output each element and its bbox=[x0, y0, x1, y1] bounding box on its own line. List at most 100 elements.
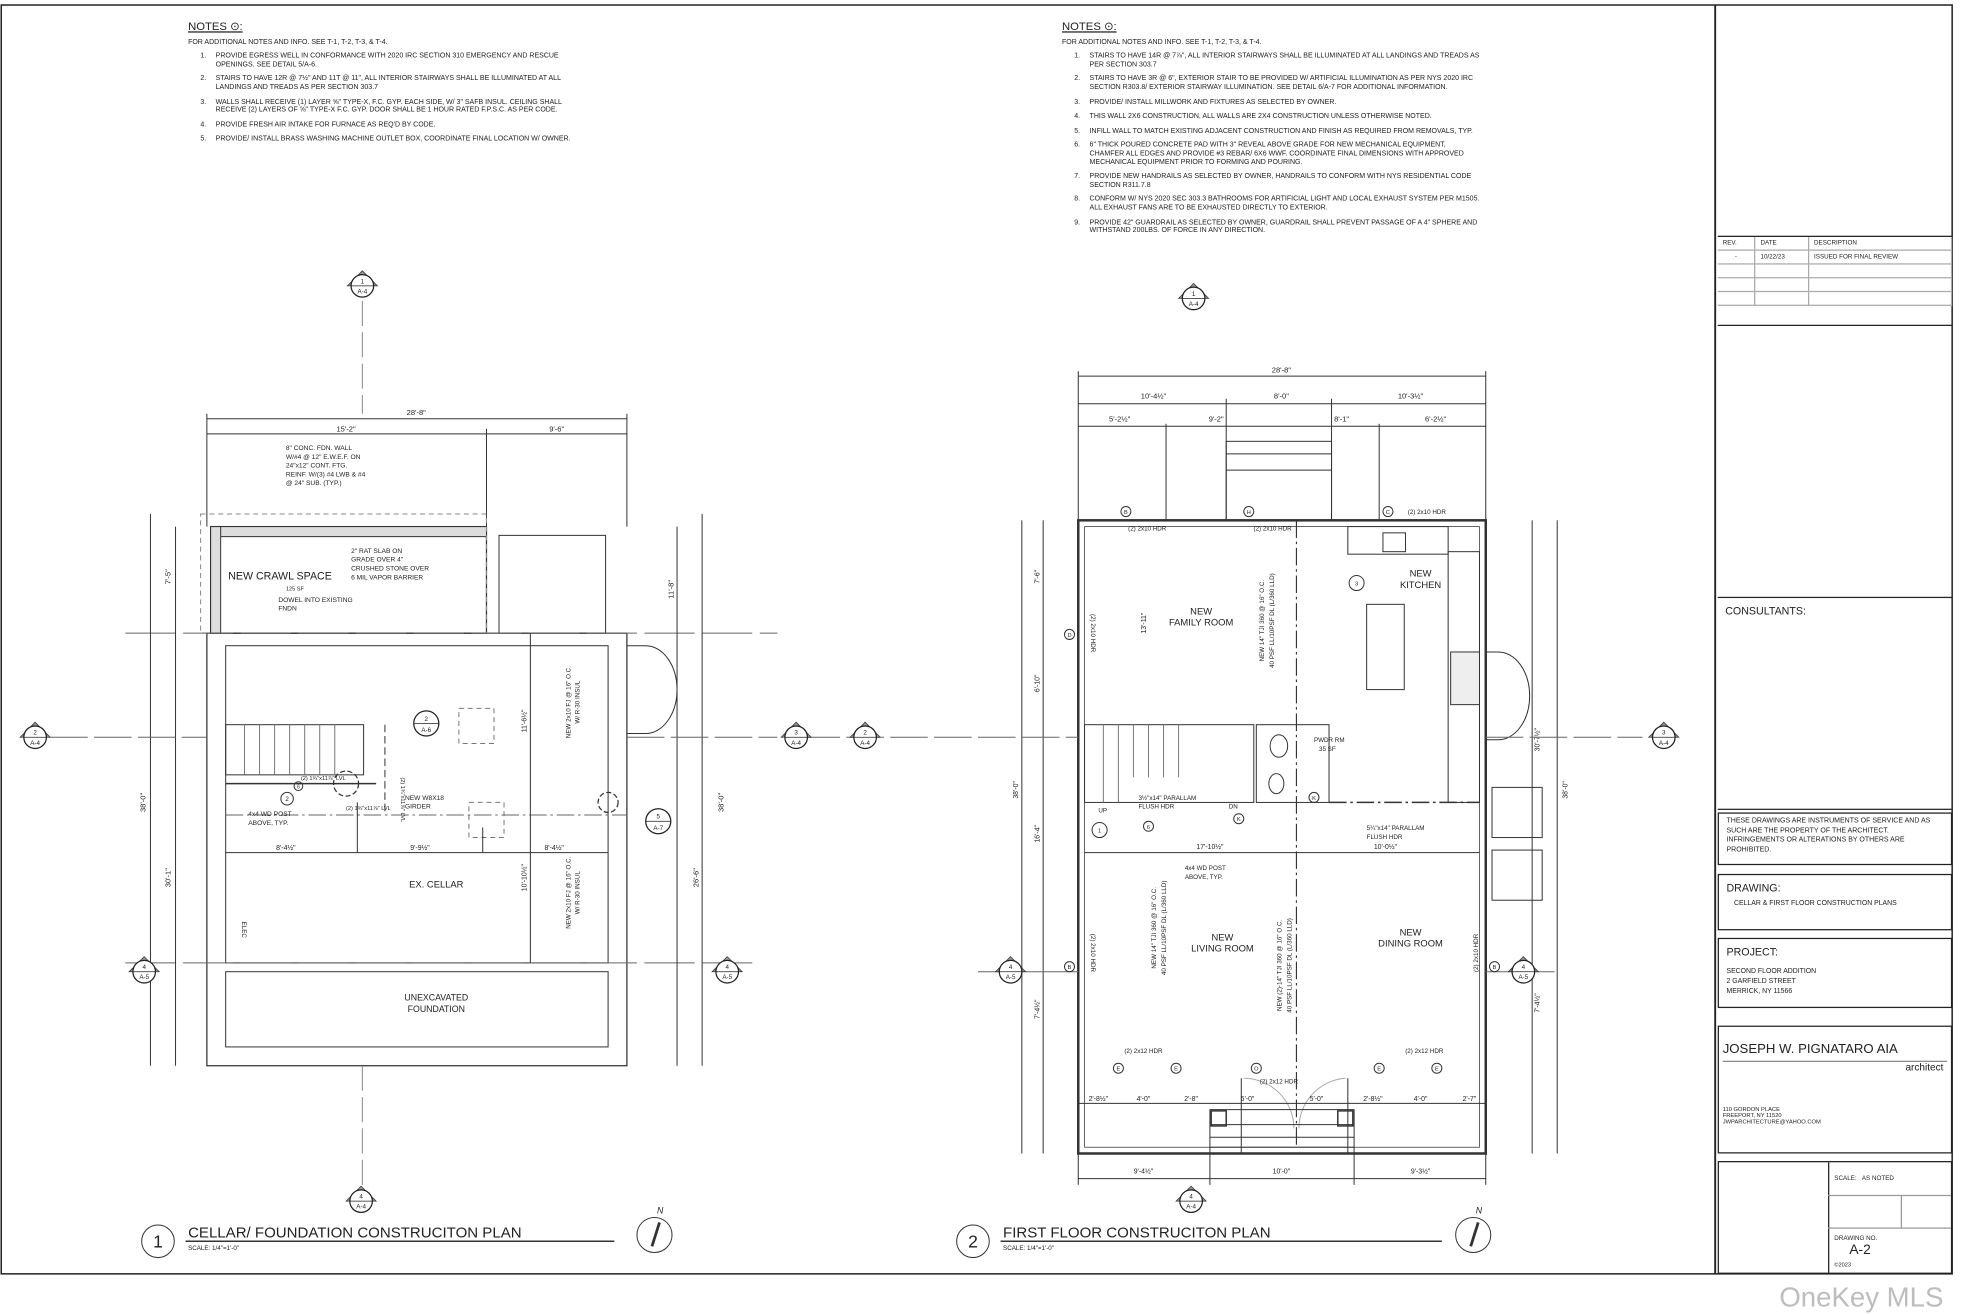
dim-label: 8'-0" bbox=[1274, 392, 1289, 401]
marker-detail-number: 4 bbox=[725, 964, 729, 971]
dim-label: 8'-1" bbox=[1334, 414, 1349, 423]
dim-label: 6'-2½" bbox=[1425, 414, 1447, 423]
joist-note: NEW 14" TJI 360 @ 16" O.C. bbox=[1259, 580, 1266, 662]
architect-name: JOSEPH W. PIGNATARO AIA bbox=[1722, 1042, 1948, 1062]
section-marker: 4 A-5 bbox=[711, 956, 744, 984]
callout-text: GIRDER bbox=[405, 804, 431, 811]
stair bbox=[225, 724, 365, 776]
dim-label: 2'-8½" bbox=[1363, 1095, 1383, 1103]
callout-text: 2" RAT SLAB ON bbox=[351, 548, 402, 555]
description-header: DESCRIPTION bbox=[1808, 236, 1953, 251]
north-arrow-icon: N bbox=[1476, 1206, 1483, 1216]
cellar-plan: 28'-8" 15'-2" 9'-6" 8'-4½" 9'-9½" 8'-4½"… bbox=[50, 300, 778, 1185]
project-label: PROJECT: bbox=[1726, 945, 1779, 958]
note-item: WALLS SHALL RECEIVE (1) LAYER ⅝" TYPE-X,… bbox=[208, 99, 589, 116]
dim-label: 15'-2" bbox=[336, 424, 355, 433]
dim-label: 38'-0" bbox=[1562, 781, 1569, 799]
disclaimer-text: THESE DRAWINGS ARE INSTRUMENTS OF SERVIC… bbox=[1726, 817, 1931, 854]
room-area: 35 SF bbox=[1319, 746, 1336, 753]
room-label: KITCHEN bbox=[1400, 579, 1441, 590]
header-label: (2) 2x10 HDR bbox=[1128, 525, 1167, 532]
callout-text: 4x4 WD POST bbox=[1185, 865, 1226, 872]
marker-sheet: A-4 bbox=[791, 740, 801, 747]
plan-scale: SCALE: 1/4"=1'-0" bbox=[188, 1245, 239, 1252]
callout-text: 8" CONC. FDN. WALL bbox=[286, 445, 352, 452]
drawing-no-label: DRAWING NO. bbox=[1834, 1234, 1878, 1243]
window-tag: B bbox=[1124, 510, 1128, 516]
exterior-wall bbox=[1077, 519, 1488, 1155]
callout-text: (2) 1¾"x11⅞" LVL bbox=[301, 776, 346, 782]
detail-marker: 2 A-6 bbox=[413, 710, 440, 737]
dim-label: 38'-0" bbox=[138, 793, 147, 812]
dim-label: 28'-8" bbox=[407, 408, 426, 417]
note-item: PROVIDE EGRESS WELL IN CONFORMANCE WITH … bbox=[208, 53, 589, 70]
room-label: DINING ROOM bbox=[1378, 938, 1443, 949]
consultants-box: CONSULTANTS: bbox=[1717, 596, 1953, 810]
project-box: PROJECT: SECOND FLOOR ADDITION 2 GARFIEL… bbox=[1717, 937, 1953, 1009]
drawing-number: A-2 bbox=[1849, 1242, 1871, 1258]
header-label: (2) 2x10 HDR bbox=[1089, 934, 1096, 973]
marker-sheet: A-4 bbox=[1186, 1204, 1196, 1211]
dim-label: 2'-7" bbox=[1463, 1096, 1477, 1103]
stair bbox=[1084, 724, 1255, 803]
marker-detail-number: 2 bbox=[33, 730, 37, 737]
header-label: (2) 2x12 HDR bbox=[1405, 1048, 1444, 1055]
joist-note: W/ R-30 INSUL bbox=[574, 871, 581, 915]
callout-text: FLUSH HDR bbox=[1367, 834, 1403, 841]
stair-up-label: UP bbox=[1098, 807, 1107, 814]
marker-sheet: A-4 bbox=[357, 288, 367, 295]
key-note-tag: 3 bbox=[1355, 582, 1358, 588]
project-line: 2 GARFIELD STREET bbox=[1726, 977, 1796, 986]
dim-label: 4'-0" bbox=[1414, 1096, 1428, 1103]
header-label: (2) 2x12 HDR bbox=[1124, 1048, 1163, 1055]
room-label: NEW CRAWL SPACE bbox=[228, 570, 332, 582]
marker-sheet: A-4 bbox=[1189, 301, 1199, 308]
section-marker: 3 A-4 bbox=[780, 721, 813, 750]
scale-value: AS NOTED bbox=[1861, 1174, 1894, 1183]
dim-label: 38'-0" bbox=[716, 793, 725, 812]
marker-sheet: A-5 bbox=[1518, 974, 1528, 981]
address-line: FREEPORT, NY 11520 bbox=[1722, 1112, 1782, 1119]
marker-sheet: A-5 bbox=[139, 974, 149, 981]
dim-label: 9'-2" bbox=[1209, 414, 1224, 423]
plan-scale: SCALE: 1/4"=1'-0" bbox=[1003, 1245, 1054, 1252]
room-label: NEW bbox=[1190, 605, 1212, 616]
joist-note: 40 PSF LL/10PSF DL (L/360 LLD) bbox=[1269, 573, 1276, 668]
room-label: NEW bbox=[1211, 931, 1233, 942]
dim-label: 16'-4" bbox=[1034, 824, 1041, 842]
dim-label: 7'-5" bbox=[164, 569, 173, 584]
dim-label: 6'-10" bbox=[1034, 674, 1041, 692]
callout-text: 6 MIL VAPOR BARRIER bbox=[351, 574, 423, 581]
dim-label: 13'-11" bbox=[1141, 612, 1148, 633]
dim-label: 10'-3½" bbox=[1398, 392, 1424, 401]
window-tag: E bbox=[1117, 1067, 1121, 1073]
notes-title: NOTES bbox=[188, 20, 227, 33]
dim-label: 7'-6" bbox=[1034, 569, 1041, 583]
north-arrow-icon: N bbox=[657, 1206, 664, 1216]
callout-text: DOWEL INTO EXISTING bbox=[278, 597, 352, 604]
section-marker: 4 A-4 bbox=[345, 1185, 378, 1214]
room-label: NEW bbox=[1410, 568, 1432, 579]
callout-text: FLUSH HDR bbox=[1138, 804, 1174, 811]
sheet-info-box: SCALE: AS NOTED DRAWING NO. A-2 ©2023 bbox=[1717, 1161, 1953, 1274]
window-tag: H bbox=[1247, 510, 1251, 516]
key-note-tag: 6 bbox=[1147, 825, 1150, 831]
callout-text: 3½"x14" PARALLAM bbox=[1138, 795, 1196, 802]
dim-label: 9'-9½" bbox=[410, 844, 430, 852]
plan-number: 1 bbox=[153, 1232, 163, 1252]
section-markers: 1 A-4 2 A-4 3 A-4 4 A-5 4 A-5 4 A-4 1 bbox=[19, 270, 1680, 1214]
consultants-label: CONSULTANTS: bbox=[1725, 604, 1806, 617]
notes-left: NOTES ⊙: FOR ADDITIONAL NOTES AND INFO. … bbox=[188, 20, 589, 151]
first-floor-plan: 28'-8" 10'-4½" 8'-0" 10'-3½" 5'-2½" 9'-2… bbox=[802, 365, 1643, 1185]
rear-deck bbox=[1225, 440, 1333, 521]
note-item: 6" THICK POURED CONCRETE PAD WITH 3" REV… bbox=[1082, 142, 1482, 167]
section-marker: 4 A-5 bbox=[128, 956, 161, 984]
note-item: STAIRS TO HAVE 12R @ 7½" AND 11T @ 11", … bbox=[208, 76, 589, 93]
header-label: (2) 2x10 HDR bbox=[1408, 509, 1447, 516]
marker-sheet: A-7 bbox=[653, 825, 663, 832]
marker-sheet: A-4 bbox=[860, 740, 870, 747]
dim-label: 5'-0" bbox=[1310, 1096, 1324, 1103]
notes-title: NOTES bbox=[1061, 20, 1101, 33]
callout-text: NEW W8X18 bbox=[405, 795, 444, 802]
